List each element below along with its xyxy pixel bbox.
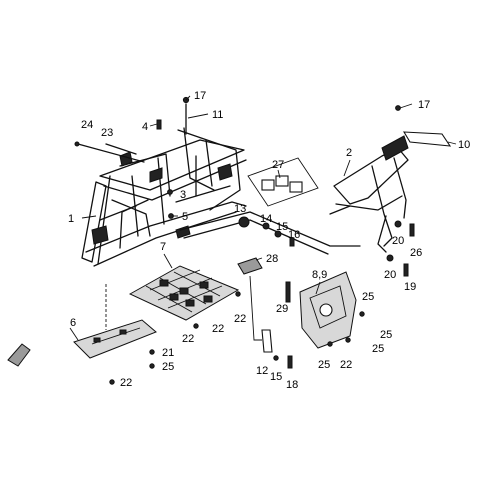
callout-17-top-left: 17: [194, 90, 206, 102]
callout-25-bottom: 25: [318, 359, 330, 371]
callout-25-left: 25: [162, 361, 174, 373]
callout-24: 24: [81, 119, 93, 131]
leader-lines: [69, 95, 457, 341]
callout-21: 21: [162, 347, 174, 359]
bottom-fasteners: [109, 291, 293, 385]
callout-22-mid: 22: [212, 323, 224, 335]
callout-13: 13: [234, 203, 246, 215]
callout-25-right-lower: 25: [372, 343, 384, 355]
callout-2: 2: [346, 147, 352, 159]
skid-plate-large: [128, 265, 240, 321]
small-bolts: [156, 119, 174, 219]
callout-28: 28: [266, 253, 278, 265]
small-clip-left: [7, 343, 31, 367]
callout-20-lower: 20: [384, 269, 396, 281]
small-parts-cluster: [238, 216, 295, 247]
callout-8-9: 8,9: [312, 269, 327, 281]
callout-4: 4: [142, 121, 148, 133]
side-bracket: [299, 271, 365, 349]
rear-bracket: [329, 135, 409, 253]
callout-3: 3: [180, 189, 186, 201]
skid-plate-small: [73, 284, 157, 359]
long-bracket: [249, 275, 291, 353]
callout-15-lower: 15: [270, 371, 282, 383]
callout-27: 27: [272, 159, 284, 171]
callout-15-upper: 15: [276, 221, 288, 233]
callout-22-bottom-right: 22: [340, 359, 352, 371]
callout-19: 19: [404, 281, 416, 293]
callout-18: 18: [286, 379, 298, 391]
bracket-set: [247, 157, 319, 207]
callout-10: 10: [458, 139, 470, 151]
clip-28: [237, 257, 263, 275]
callout-29: 29: [276, 303, 288, 315]
callout-6: 6: [70, 317, 76, 329]
callout-12: 12: [256, 365, 268, 377]
callout-17-top-right: 17: [418, 99, 430, 111]
callout-7: 7: [160, 241, 166, 253]
callout-5: 5: [182, 211, 188, 223]
callout-22-mid-right: 22: [234, 313, 246, 325]
callout-20-upper: 20: [392, 235, 404, 247]
callout-22-bottom-left: 22: [120, 377, 132, 389]
callout-26: 26: [410, 247, 422, 259]
callout-25-right-mid: 25: [380, 329, 392, 341]
callout-11: 11: [212, 109, 223, 121]
callout-22-center: 22: [182, 333, 194, 345]
callout-labels: 17 11 24 23 4 1 3 5 27 2 17 10 13 14 15 …: [68, 90, 470, 391]
callout-14: 14: [260, 213, 272, 225]
right-bolts: [386, 105, 415, 277]
callout-16: 16: [288, 229, 300, 241]
callout-1: 1: [68, 213, 74, 225]
rear-plate: [402, 131, 452, 147]
callout-23: 23: [101, 127, 113, 139]
callout-25-right-upper: 25: [362, 291, 374, 303]
long-bolts: [74, 141, 145, 163]
main-frame: [81, 127, 361, 267]
